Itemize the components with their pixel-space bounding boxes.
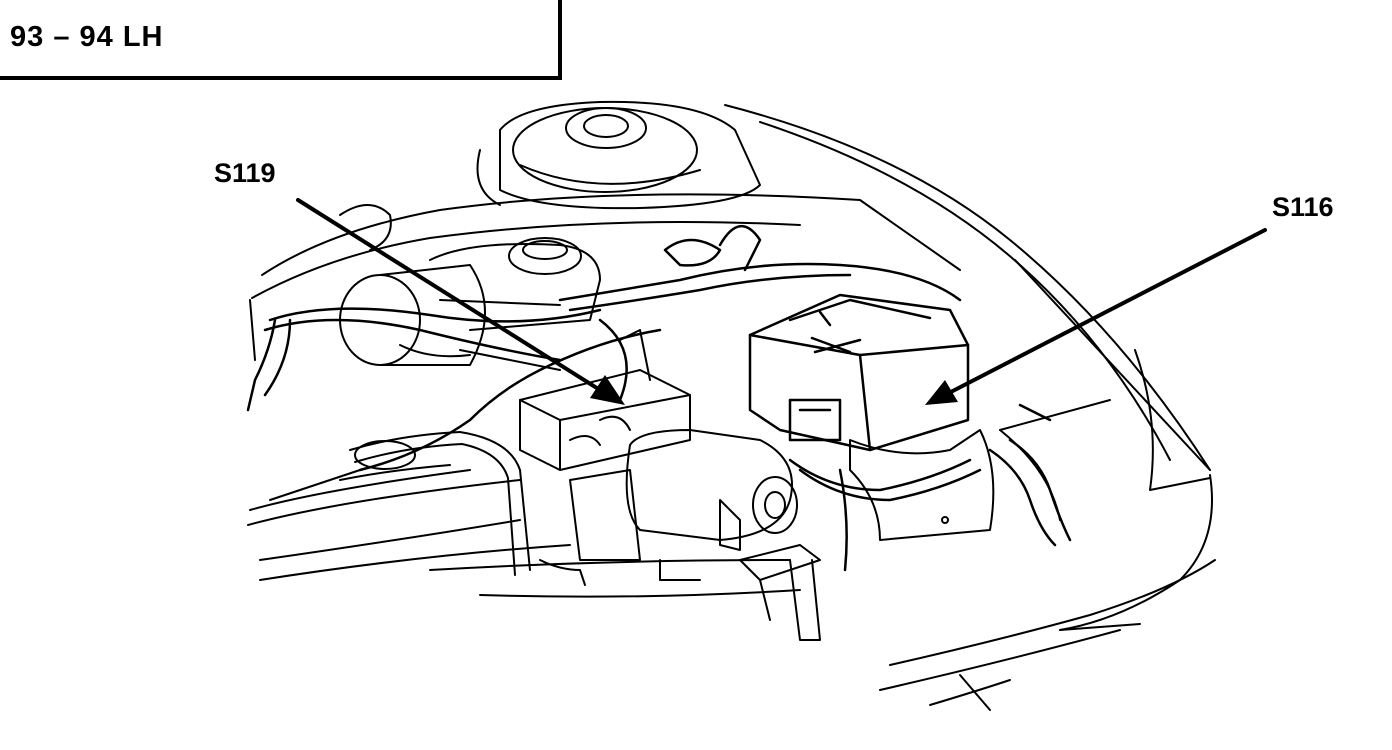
strut-tower <box>476 100 761 210</box>
wiring-harness <box>246 224 1072 572</box>
generator <box>625 429 798 551</box>
relay-center-box <box>748 293 970 452</box>
callout-label-s116: S116 <box>1272 192 1334 222</box>
engine-bracket <box>569 429 995 641</box>
title-box: 93 – 94 LH <box>0 0 562 80</box>
callout-arrow-s116 <box>925 228 1267 405</box>
callout-arrow-s119 <box>296 198 625 405</box>
diagram-title: 93 – 94 LH <box>10 21 164 53</box>
cowl-rails <box>247 193 961 598</box>
brake-booster <box>339 237 601 371</box>
abs-modulator <box>519 329 691 471</box>
callout-label-s119: S119 <box>214 158 276 188</box>
fender-lines <box>724 104 1216 711</box>
brake-lines <box>339 431 586 586</box>
